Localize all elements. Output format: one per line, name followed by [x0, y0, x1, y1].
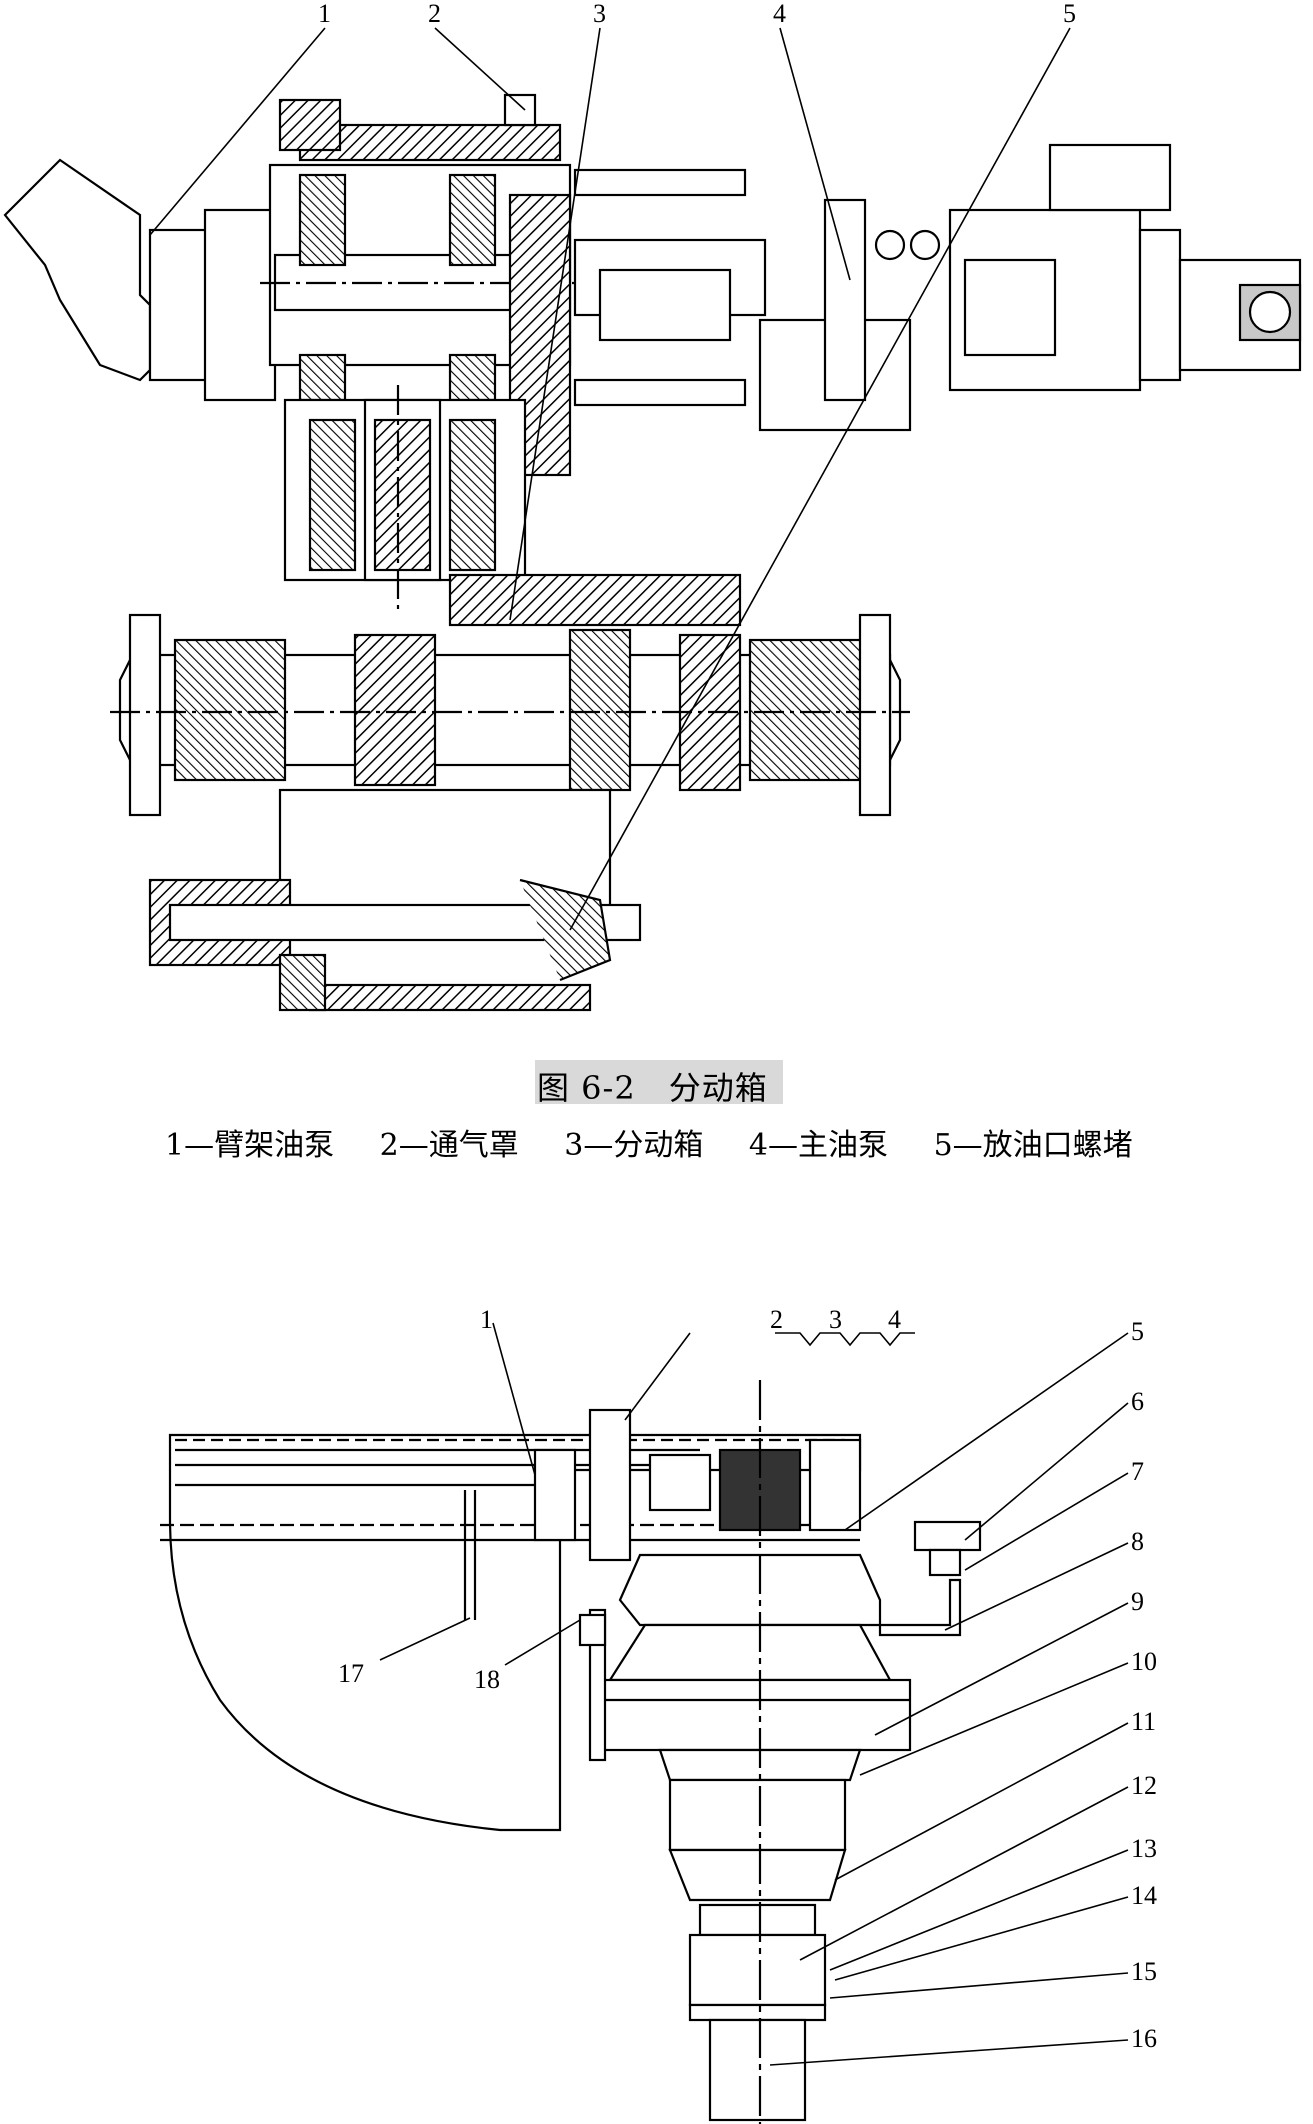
fig2-callout-18: 18 [474, 1665, 500, 1694]
fig2-callout-9: 9 [1131, 1587, 1144, 1616]
fig2-callout-8: 8 [1131, 1527, 1144, 1556]
fig2-callout-7: 7 [1131, 1457, 1144, 1486]
slew-ring [598, 1678, 912, 1752]
fig2-callout-11: 11 [1131, 1707, 1156, 1736]
fig2-callout-16: 16 [1131, 2024, 1157, 2053]
fig2-callout-13: 13 [1131, 1834, 1157, 1863]
fig2-callout-12: 12 [1131, 1771, 1157, 1800]
upper-housing [298, 123, 562, 162]
fig2-callout-5: 5 [1131, 1317, 1144, 1346]
fig2-callout-14: 14 [1131, 1881, 1157, 1910]
fig1-callout-1: 1 [318, 0, 331, 28]
fig2-callout-2: 2 [770, 1305, 783, 1334]
legend-item-4: 4—主油泵 [748, 1128, 889, 1163]
fig2-callout-1: 1 [480, 1305, 493, 1334]
figure-caption: 图 6-2 分动箱 [537, 1069, 768, 1107]
boom-outline [168, 1433, 862, 1832]
fig2-callout-4: 4 [888, 1305, 901, 1334]
legend-item-1: 1—臂架油泵 [165, 1128, 335, 1163]
fig2-callout-3: 3 [829, 1305, 842, 1334]
fig2-callout-17: 17 [338, 1659, 364, 1688]
fig2-callout-15: 15 [1131, 1957, 1157, 1986]
figure-legend: 1—臂架油泵 2—通气罩 3—分动箱 4—主油泵 5—放油口螺堵 [165, 1120, 1133, 1164]
transfer-case-drawing: 1 2 3 4 5 [3, 0, 1302, 1012]
caption-background [535, 1060, 783, 1104]
legend-item-2: 2—通气罩 [379, 1128, 519, 1163]
fig1-callout-4: 4 [773, 0, 786, 28]
legend-item-5: 5—放油口螺堵 [933, 1128, 1133, 1163]
fig1-callout-3: 3 [593, 0, 606, 28]
fig1-callout-2: 2 [428, 0, 441, 28]
fig1-callout-5: 5 [1063, 0, 1076, 28]
fig2-callout-10: 10 [1131, 1647, 1157, 1676]
fig2-callout-6: 6 [1131, 1387, 1144, 1416]
legend-item-3: 3—分动箱 [564, 1128, 704, 1163]
